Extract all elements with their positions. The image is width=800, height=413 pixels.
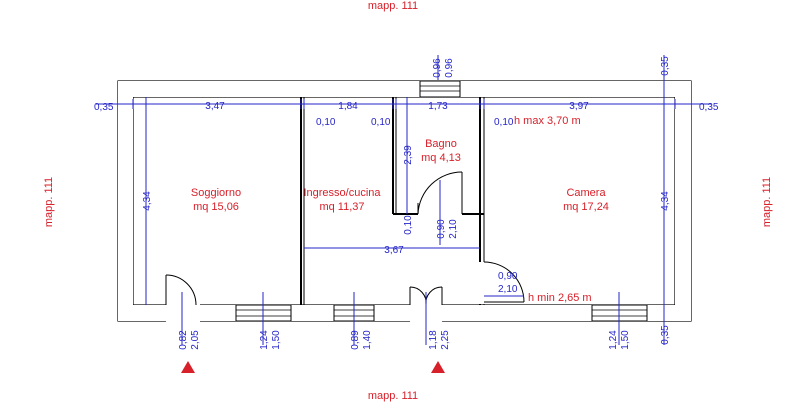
- height-max-label: h max 3,70 m: [514, 115, 581, 127]
- room-area-bagno: mq 4,13: [421, 152, 461, 164]
- dim-soggiorno-width: 3,47: [205, 101, 225, 112]
- dim-soggiorno-height: 4,34: [142, 191, 153, 211]
- room-name-soggiorno: Soggiorno: [191, 187, 241, 199]
- dim-top-window-b: 0,96: [444, 58, 455, 78]
- dim-int-wall-3: 0,10: [494, 117, 514, 128]
- dim-wall-top-right: 0,35: [660, 56, 671, 76]
- dim-opening-2-b: 2,25: [440, 330, 451, 350]
- dim-bagno-door-a: 0,90: [436, 219, 447, 239]
- dim-wall-right: 0,35: [699, 102, 719, 113]
- boundary-label-left: mapp. 111: [43, 177, 55, 227]
- dim-window-2-b: 1,40: [362, 330, 373, 350]
- dim-wall-left: 0,35: [94, 102, 114, 113]
- dim-camera-door-a: 0,90: [498, 271, 518, 282]
- dim-window-3-a: 1,24: [608, 330, 619, 350]
- boundary-label-right: mapp. 111: [761, 177, 773, 227]
- room-area-soggiorno: mq 15,06: [193, 201, 239, 213]
- entrance-marker-right: [431, 361, 445, 373]
- outer-walls: [117, 80, 692, 322]
- dim-wall-bottom-right: 0,35: [660, 325, 671, 345]
- dim-int-wall-2: 0,10: [371, 117, 391, 128]
- room-area-camera: mq 17,24: [563, 201, 609, 213]
- dim-int-wall-1: 0,10: [316, 117, 336, 128]
- height-min-label: h min 2,65 m: [528, 292, 592, 304]
- dimension-lines: [96, 55, 712, 345]
- boundary-label-top: mapp. 111: [368, 0, 418, 12]
- dim-window-3-b: 1,50: [620, 330, 631, 350]
- dim-opening-2-a: 1,18: [428, 330, 439, 350]
- dim-camera-height: 4,34: [660, 191, 671, 211]
- room-name-camera: Camera: [566, 187, 606, 199]
- room-name-ingresso: Ingresso/cucina: [303, 187, 381, 199]
- boundary-label-bottom: mapp. 111: [368, 390, 418, 402]
- dim-window-1-a: 1,24: [259, 330, 270, 350]
- room-area-ingresso: mq 11,37: [319, 201, 364, 213]
- top-window: [419, 80, 461, 98]
- dim-ingresso-width-2: 3,67: [384, 245, 404, 256]
- dim-int-wall-v: 0,10: [403, 215, 414, 235]
- dim-window-2-a: 0,89: [350, 330, 361, 350]
- dim-bagno-door-b: 2,10: [448, 219, 459, 239]
- dim-bagno-width: 1,73: [428, 101, 448, 112]
- dim-ingresso-width: 1,84: [338, 101, 358, 112]
- dim-opening-1-b: 2,05: [190, 330, 201, 350]
- dim-opening-1-a: 0,82: [178, 330, 189, 350]
- dim-top-window-a: 0,96: [432, 58, 443, 78]
- bagno-door: [417, 171, 463, 215]
- dim-camera-door-b: 2,10: [498, 284, 518, 295]
- dim-window-1-b: 1,50: [271, 330, 282, 350]
- dim-bagno-height: 2,39: [403, 145, 414, 165]
- entrance-door-left: [165, 274, 200, 323]
- entrance-marker-left: [181, 361, 195, 373]
- room-name-bagno: Bagno: [425, 138, 457, 150]
- dim-camera-width: 3,97: [569, 101, 589, 112]
- camera-door: [478, 261, 525, 304]
